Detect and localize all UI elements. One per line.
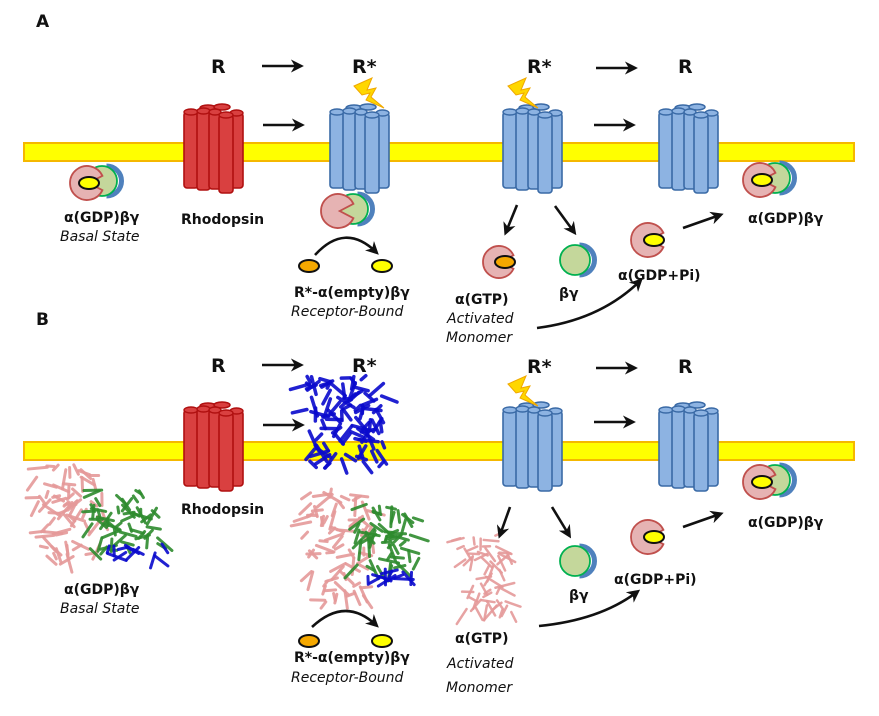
panel-a-active-receptor bbox=[330, 104, 389, 193]
panel-a-lightning-icon-2 bbox=[508, 78, 538, 108]
panel-b-gtp-desc1: Activated bbox=[447, 656, 514, 672]
gdp-nucleotide bbox=[752, 174, 772, 186]
panel-a-rhodopsin-label: Rhodopsin bbox=[181, 212, 264, 228]
gtp-nucleotide bbox=[495, 256, 515, 268]
panel-a-alpha-gtp bbox=[483, 246, 515, 278]
beta-subunit bbox=[560, 245, 590, 275]
panel-b-basal-structure bbox=[26, 465, 172, 572]
panel-a-gtp-desc2: Monomer bbox=[446, 330, 512, 346]
panel-b-exchange-arrow bbox=[312, 611, 376, 627]
panel-b-beta-gamma bbox=[560, 546, 595, 576]
gdp-nucleotide bbox=[752, 476, 772, 488]
panel-b-membrane bbox=[24, 442, 854, 460]
panel-b-state-r-inactive: R bbox=[211, 355, 226, 377]
panel-b-basal-desc: Basal State bbox=[60, 601, 139, 617]
panel-a-bound-name: R*-α(empty)βγ bbox=[294, 285, 410, 301]
panel-b-alpha-gdp-pi bbox=[631, 520, 664, 554]
panel-a-active-receptor-2 bbox=[503, 104, 562, 193]
panel-a-basal-heterotrimer bbox=[70, 166, 122, 200]
gdp-pi-nucleotide bbox=[644, 531, 664, 543]
panel-b-lightning-icon bbox=[508, 376, 538, 406]
panel-a-gtp-desc1: Activated bbox=[447, 311, 514, 327]
panel-b-final-heterotrimer bbox=[743, 465, 794, 499]
gdp-nucleotide bbox=[79, 177, 99, 189]
panel-a-gtp-entering bbox=[372, 260, 392, 272]
beta-subunit bbox=[560, 546, 590, 576]
panel-a-membrane bbox=[24, 143, 854, 161]
panel-b-active-receptor bbox=[503, 402, 562, 491]
panel-a-basal-name: α(GDP)βγ bbox=[64, 210, 139, 226]
panel-a-arrow-to-reassembly bbox=[683, 215, 720, 228]
panel-b-bg-name: βγ bbox=[569, 588, 589, 604]
panel-a-state-r-recovered: R bbox=[678, 56, 693, 78]
panel-b-bound-name: R*-α(empty)βγ bbox=[294, 650, 410, 666]
panel-b-rhodopsin-receptor bbox=[184, 402, 243, 491]
panel-b-gtp-desc2: Monomer bbox=[446, 680, 512, 696]
panel-a-gtp-name: α(GTP) bbox=[455, 292, 508, 308]
panel-b-state-r-recovered: R bbox=[678, 356, 693, 378]
panel-b-final-name: α(GDP)βγ bbox=[748, 515, 823, 531]
panel-a-arrow-to-beta-gamma bbox=[555, 206, 574, 232]
panel-a-letter: A bbox=[36, 12, 49, 32]
panel-a-state-r-active-2: R* bbox=[527, 56, 552, 78]
panel-a-final-heterotrimer bbox=[743, 163, 795, 197]
gdp-pi-nucleotide bbox=[644, 234, 664, 246]
panel-a-rhodopsin-receptor bbox=[184, 104, 243, 193]
panel-a-exchange-arrow bbox=[315, 238, 376, 255]
panel-a-bound-heterotrimer bbox=[321, 194, 373, 228]
panel-a-state-r-active: R* bbox=[352, 56, 377, 78]
panel-a-bg-name: βγ bbox=[559, 286, 579, 302]
panel-b-recovered-receptor bbox=[659, 402, 718, 491]
panel-a-alpha-gdp-pi bbox=[631, 223, 664, 257]
panel-b-bound-structure bbox=[291, 489, 428, 608]
panel-b-letter: B bbox=[36, 310, 49, 330]
panel-b-basal-name: α(GDP)βγ bbox=[64, 582, 139, 598]
panel-a-state-r-inactive: R bbox=[211, 56, 226, 78]
panel-b-rhodopsin-label: Rhodopsin bbox=[181, 502, 264, 518]
panel-b-state-r-active-2: R* bbox=[527, 356, 552, 378]
panel-b-bound-desc: Receptor-Bound bbox=[291, 670, 403, 686]
panel-a-final-name: α(GDP)βγ bbox=[748, 211, 823, 227]
panel-b-alpha-gtp-structure bbox=[447, 532, 520, 624]
panel-a-gdppi-name: α(GDP+Pi) bbox=[618, 268, 701, 284]
panel-a-arrow-to-alpha-gtp bbox=[506, 205, 517, 232]
panel-b-arrow-to-alpha-gtp bbox=[500, 507, 510, 535]
panel-b-gdp-leaving bbox=[299, 635, 319, 647]
panel-b-state-r-active: R* bbox=[352, 355, 377, 377]
panel-b-arrow-to-reassembly bbox=[683, 514, 720, 527]
panel-a-beta-gamma bbox=[560, 245, 595, 275]
panel-b-gtp-name: α(GTP) bbox=[455, 631, 508, 647]
panel-a-bound-desc: Receptor-Bound bbox=[291, 304, 403, 320]
panel-b-gtp-entering bbox=[372, 635, 392, 647]
panel-a-gdp-leaving bbox=[299, 260, 319, 272]
panel-a-basal-desc: Basal State bbox=[60, 229, 139, 245]
panel-b-arrow-to-beta-gamma bbox=[552, 507, 569, 535]
panel-b-gdppi-name: α(GDP+Pi) bbox=[614, 572, 697, 588]
panel-a-hydrolysis-arrow bbox=[537, 281, 640, 328]
panel-a-recovered-receptor bbox=[659, 104, 718, 193]
